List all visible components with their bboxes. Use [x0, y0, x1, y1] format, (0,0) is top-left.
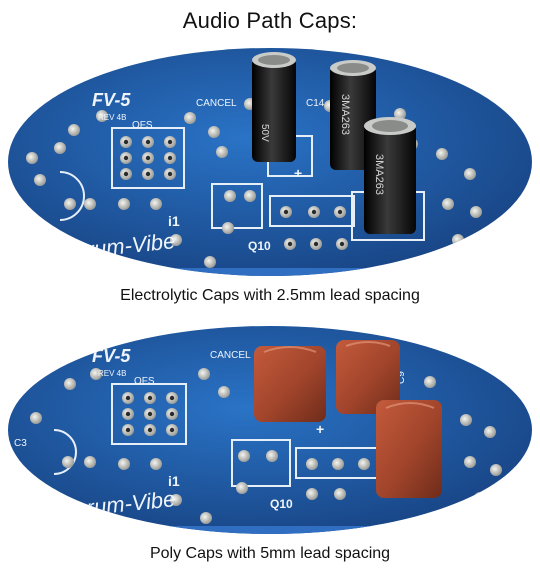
poly-capacitor [336, 340, 400, 414]
poly-caption: Poly Caps with 5mm lead spacing [149, 545, 391, 562]
pcb-rev-label: REV 4B [98, 113, 126, 122]
solder-pads [30, 368, 502, 524]
pcb-cancel-label: CANCEL [196, 98, 237, 109]
cap-marking-a: 50V [259, 124, 270, 142]
pcb-q10-label: Q10 [248, 239, 271, 253]
electrolytic-caption: Electrolytic Caps with 2.5mm lead spacin… [120, 287, 420, 304]
pcb-plus-label: + [294, 165, 302, 181]
electrolytic-caps-photo: FV-5 REV 4B OFS CANCEL C14 i1 Q10 Forum-… [8, 48, 532, 276]
cap-marking-c: 3MA263 [373, 154, 385, 195]
pcb-c3-label: C3 [14, 438, 27, 449]
poly-capacitor [254, 346, 326, 422]
pcb-i1-label: i1 [168, 473, 180, 489]
pcb-model-label: FV-5 [92, 90, 131, 110]
electrolytic-capacitor: 50V [252, 52, 296, 162]
poly-capacitor [376, 400, 442, 498]
page-title: Audio Path Caps: [182, 8, 358, 33]
pcb-cancel-label: CANCEL [210, 350, 251, 361]
cap-marking-b: 3MA263 [339, 94, 351, 135]
electrolytic-capacitor: 3MA263 [364, 117, 416, 234]
pcb-c14-label: C14 [306, 98, 325, 109]
pcb-q10-label: Q10 [270, 497, 293, 511]
ofs-outline [111, 127, 185, 189]
pcb-c9-label: C9 [396, 371, 407, 384]
poly-caps-photo: FV-5 REV 4B OFS CANCEL i1 Q10 Forum-Vibe… [8, 326, 532, 534]
pcb-model-label: FV-5 [92, 346, 131, 366]
pcb-rev-label: REV 4B [98, 369, 126, 378]
pcb-ofs-label: OFS [132, 120, 153, 131]
pcb-plus-label: + [316, 421, 324, 437]
pcb-ofs-label: OFS [134, 376, 155, 387]
pcb-i1-label: i1 [168, 213, 180, 229]
